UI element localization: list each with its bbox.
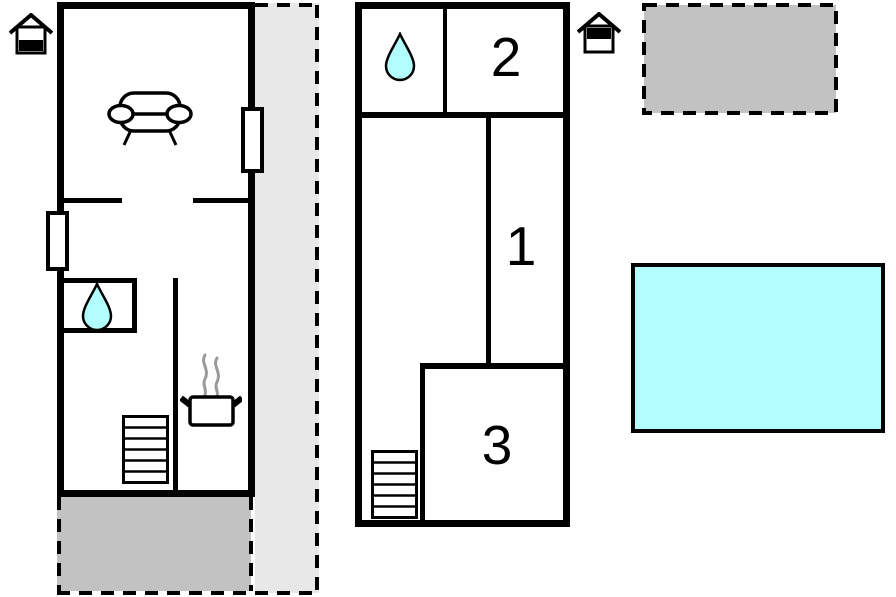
window (241, 107, 264, 173)
interior-wall (64, 198, 122, 203)
room-label-3: 3 (481, 414, 513, 476)
house-ground-floor-icon (9, 13, 53, 55)
terrace-top-right (642, 3, 838, 115)
sofa-icon (107, 91, 193, 146)
interior-wall (486, 118, 491, 366)
stairs-icon (371, 450, 418, 519)
stairs-icon (122, 415, 169, 484)
window (46, 211, 69, 271)
kitchen-wall (173, 278, 178, 490)
room-label-1: 1 (505, 215, 537, 277)
interior-wall (443, 9, 447, 115)
shower-drop-icon (384, 32, 416, 82)
first-floor-plan (355, 2, 570, 527)
patio-strip (255, 3, 319, 593)
shower-drop-icon (81, 282, 113, 332)
terrace-bottom-left (57, 497, 251, 591)
interior-wall (193, 198, 248, 203)
interior-wall (420, 369, 425, 520)
cooker-icon (180, 353, 242, 427)
interior-wall (362, 112, 563, 118)
steam-icon (202, 353, 220, 398)
interior-wall (420, 363, 563, 369)
room-label-2: 2 (490, 26, 522, 88)
swimming-pool (631, 263, 885, 433)
house-first-floor-icon (577, 12, 621, 54)
dashed-boundaries (57, 3, 319, 595)
